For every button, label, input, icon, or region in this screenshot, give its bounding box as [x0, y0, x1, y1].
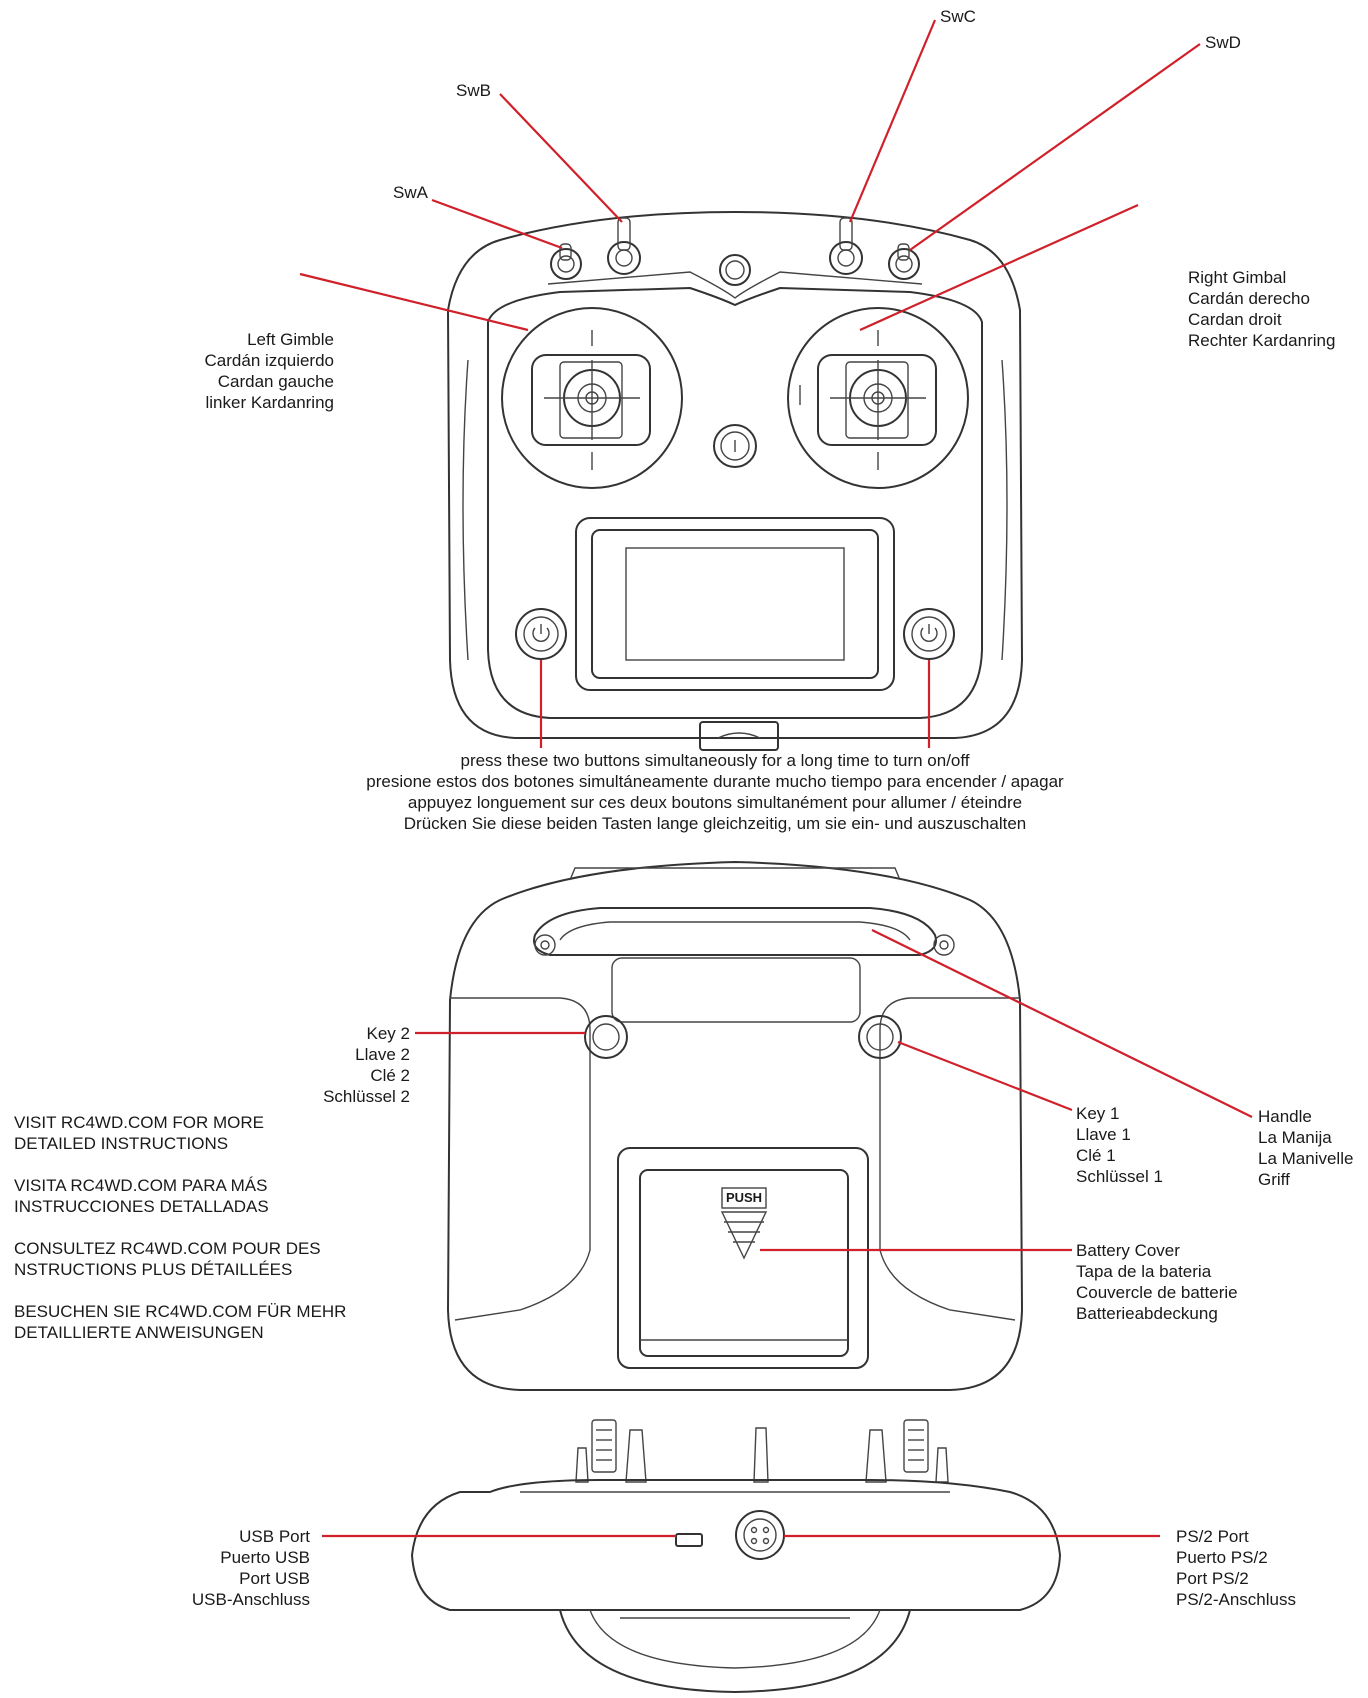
switch-b-toggle [607, 217, 641, 275]
key1-leader-line [897, 1040, 1073, 1112]
left-gimbal-label-fr: Cardan gauche [217, 372, 334, 391]
handle-label-en: Handle [1258, 1107, 1312, 1126]
usb-port-label: USB Port Puerto USB Port USB USB-Anschlu… [150, 1526, 310, 1610]
key2-label-fr: Clé 2 [370, 1066, 410, 1085]
website-note-en-line2: DETAILED INSTRUCTIONS [14, 1134, 229, 1153]
website-note-de: BESUCHEN SIE RC4WD.COM FÜR MEHR DETAILLIE… [14, 1301, 346, 1343]
swa-leader-line [431, 198, 563, 250]
right-gimbal-label-fr: Cardan droit [1188, 310, 1282, 329]
ps2-port-label-en: PS/2 Port [1176, 1527, 1249, 1546]
right-gimbal-stick [787, 307, 969, 489]
leader-lines [299, 19, 1253, 1538]
power-buttons-note: press these two buttons simultaneously f… [340, 750, 1090, 834]
key1-label-en: Key 1 [1076, 1104, 1120, 1123]
website-note-de-line1: BESUCHEN SIE RC4WD.COM FÜR MEHR [14, 1302, 347, 1321]
website-note-en: VISIT RC4WD.COM FOR MORE DETAILED INSTRUC… [14, 1112, 346, 1154]
right-gimbal-label: Right Gimbal Cardán derecho Cardan droit… [1188, 267, 1335, 351]
key-1-button [858, 1015, 902, 1059]
switch-d-toggle [888, 243, 920, 280]
website-notes: VISIT RC4WD.COM FOR MORE DETAILED INSTRUC… [14, 1112, 346, 1364]
power-note-fr: appuyez longuement sur ces deux boutons … [407, 793, 1023, 812]
battery-cover-label-de: Batterieabdeckung [1076, 1304, 1218, 1323]
right-gimbal-label-en: Right Gimbal [1188, 268, 1287, 287]
website-note-fr-line1: CONSULTEZ RC4WD.COM POUR DES [14, 1239, 321, 1258]
switch-c-toggle [829, 217, 863, 275]
usb-port-slot [675, 1533, 703, 1547]
key1-label-fr: Clé 1 [1076, 1146, 1116, 1165]
power-note-es: presione estos dos botones simultáneamen… [366, 772, 1064, 791]
power-note-en: press these two buttons simultaneously f… [460, 751, 970, 770]
right-gimbal-label-de: Rechter Kardanring [1188, 331, 1336, 350]
ps2-port-label-de: PS/2-Anschluss [1176, 1590, 1296, 1609]
website-note-fr: CONSULTEZ RC4WD.COM POUR DES NSTRUCTIONS … [14, 1238, 346, 1280]
website-note-en-line1: VISIT RC4WD.COM FOR MORE [14, 1113, 264, 1132]
right-gimbal-leader-line [859, 203, 1139, 332]
right-gimbal-label-es: Cardán derecho [1188, 289, 1310, 308]
key-2-button [584, 1015, 628, 1059]
left-gimbal-stick [501, 307, 683, 489]
right-power-button [903, 608, 955, 660]
bottom-view-controller [410, 1419, 1062, 1694]
website-note-fr-line2: NSTRUCTIONS PLUS DÉTAILLÉES [14, 1260, 293, 1279]
website-note-es-line2: INSTRUCCIONES DETALLADAS [14, 1197, 269, 1216]
usb-port-label-de: USB-Anschluss [191, 1590, 310, 1609]
ps2-port-socket [735, 1510, 785, 1560]
ps2-port-label: PS/2 Port Puerto PS/2 Port PS/2 PS/2-Ans… [1176, 1526, 1296, 1610]
usb-port-label-es: Puerto USB [220, 1548, 310, 1567]
key2-label-en: Key 2 [366, 1024, 410, 1043]
swb-leader-line [499, 93, 623, 223]
battery-cover-label-es: Tapa de la bateria [1076, 1262, 1212, 1281]
front-view-controller [446, 210, 1024, 751]
key1-label-de: Schlüssel 1 [1076, 1167, 1163, 1186]
website-note-de-line2: DETAILLIERTE ANWEISUNGEN [14, 1323, 264, 1342]
key2-label-es: Llave 2 [355, 1045, 410, 1064]
battery-push-label: PUSH [725, 1190, 763, 1205]
back-view-controller [446, 860, 1024, 1391]
website-note-es: VISITA RC4WD.COM PARA MÁS INSTRUCCIONES D… [14, 1175, 346, 1217]
handle-label-es: La Manija [1258, 1128, 1332, 1147]
swd-leader-line [909, 43, 1201, 251]
battery-cover-panel [617, 1147, 869, 1369]
swd-label: SwD [1205, 33, 1241, 52]
key2-label: Key 2 Llave 2 Clé 2 Schlüssel 2 [290, 1023, 410, 1107]
handle-label-de: Griff [1258, 1170, 1290, 1189]
handle-label: Handle La Manija La Manivelle Griff [1258, 1106, 1353, 1190]
switch-a-toggle [550, 243, 582, 280]
battery-cover-label-en: Battery Cover [1076, 1241, 1180, 1260]
ps2-port-label-fr: Port PS/2 [1176, 1569, 1249, 1588]
left-gimbal-label-en: Left Gimble [247, 330, 334, 349]
left-gimbal-label-de: linker Kardanring [205, 393, 334, 412]
swa-label: SwA [393, 183, 428, 202]
usb-port-label-en: USB Port [239, 1527, 310, 1546]
swc-label: SwC [940, 7, 976, 26]
left-gimbal-label-es: Cardán izquierdo [204, 351, 334, 370]
battery-cover-label: Battery Cover Tapa de la bateria Couverc… [1076, 1240, 1238, 1324]
left-gimbal-leader-line [299, 272, 529, 332]
swc-leader-line [848, 19, 937, 223]
usb-port-label-fr: Port USB [239, 1569, 310, 1588]
handle-label-fr: La Manivelle [1258, 1149, 1354, 1168]
ps2-port-label-es: Puerto PS/2 [1176, 1548, 1268, 1567]
key2-label-de: Schlüssel 2 [323, 1087, 410, 1106]
swb-label: SwB [456, 81, 491, 100]
lcd-screen [575, 517, 895, 691]
left-power-button [515, 608, 567, 660]
website-note-es-line1: VISITA RC4WD.COM PARA MÁS [14, 1176, 268, 1195]
power-note-de: Drücken Sie diese beiden Tasten lange gl… [403, 814, 1027, 833]
key1-label-es: Llave 1 [1076, 1125, 1131, 1144]
key1-label: Key 1 Llave 1 Clé 1 Schlüssel 1 [1076, 1103, 1163, 1187]
battery-cover-label-fr: Couvercle de batterie [1076, 1283, 1238, 1302]
handle-leader-line [871, 929, 1253, 1118]
left-gimbal-label: Left Gimble Cardán izquierdo Cardan gauc… [150, 329, 334, 413]
